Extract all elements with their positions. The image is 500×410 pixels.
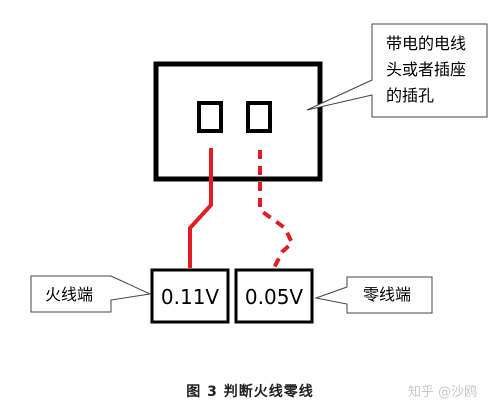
callout-top-line1: 带电的电线: [386, 34, 466, 53]
live-wire: [188, 148, 213, 268]
figure-caption: 图 3 判断火线零线: [186, 384, 314, 400]
socket-outline: [153, 61, 323, 182]
neutral-meter-box: [234, 268, 314, 324]
callout-neutral-box: [314, 276, 433, 314]
socket-hole-live: [197, 101, 223, 133]
callout-top-line2: 头或者插座: [386, 60, 466, 79]
live-meter-value: 0.11V: [161, 285, 220, 309]
callout-live-box: [30, 275, 152, 313]
watermark: 知乎 @沙鸥: [408, 385, 478, 400]
callout-top-line3: 的插孔: [386, 86, 434, 105]
callout-live-label: 火线端: [45, 285, 93, 304]
live-meter-box: [150, 268, 230, 324]
callout-neutral-label: 零线端: [363, 285, 411, 304]
socket-hole-neutral: [246, 101, 272, 133]
neutral-wire: [258, 150, 295, 269]
callout-top-box: [306, 23, 488, 118]
neutral-meter-value: 0.05V: [245, 285, 304, 309]
